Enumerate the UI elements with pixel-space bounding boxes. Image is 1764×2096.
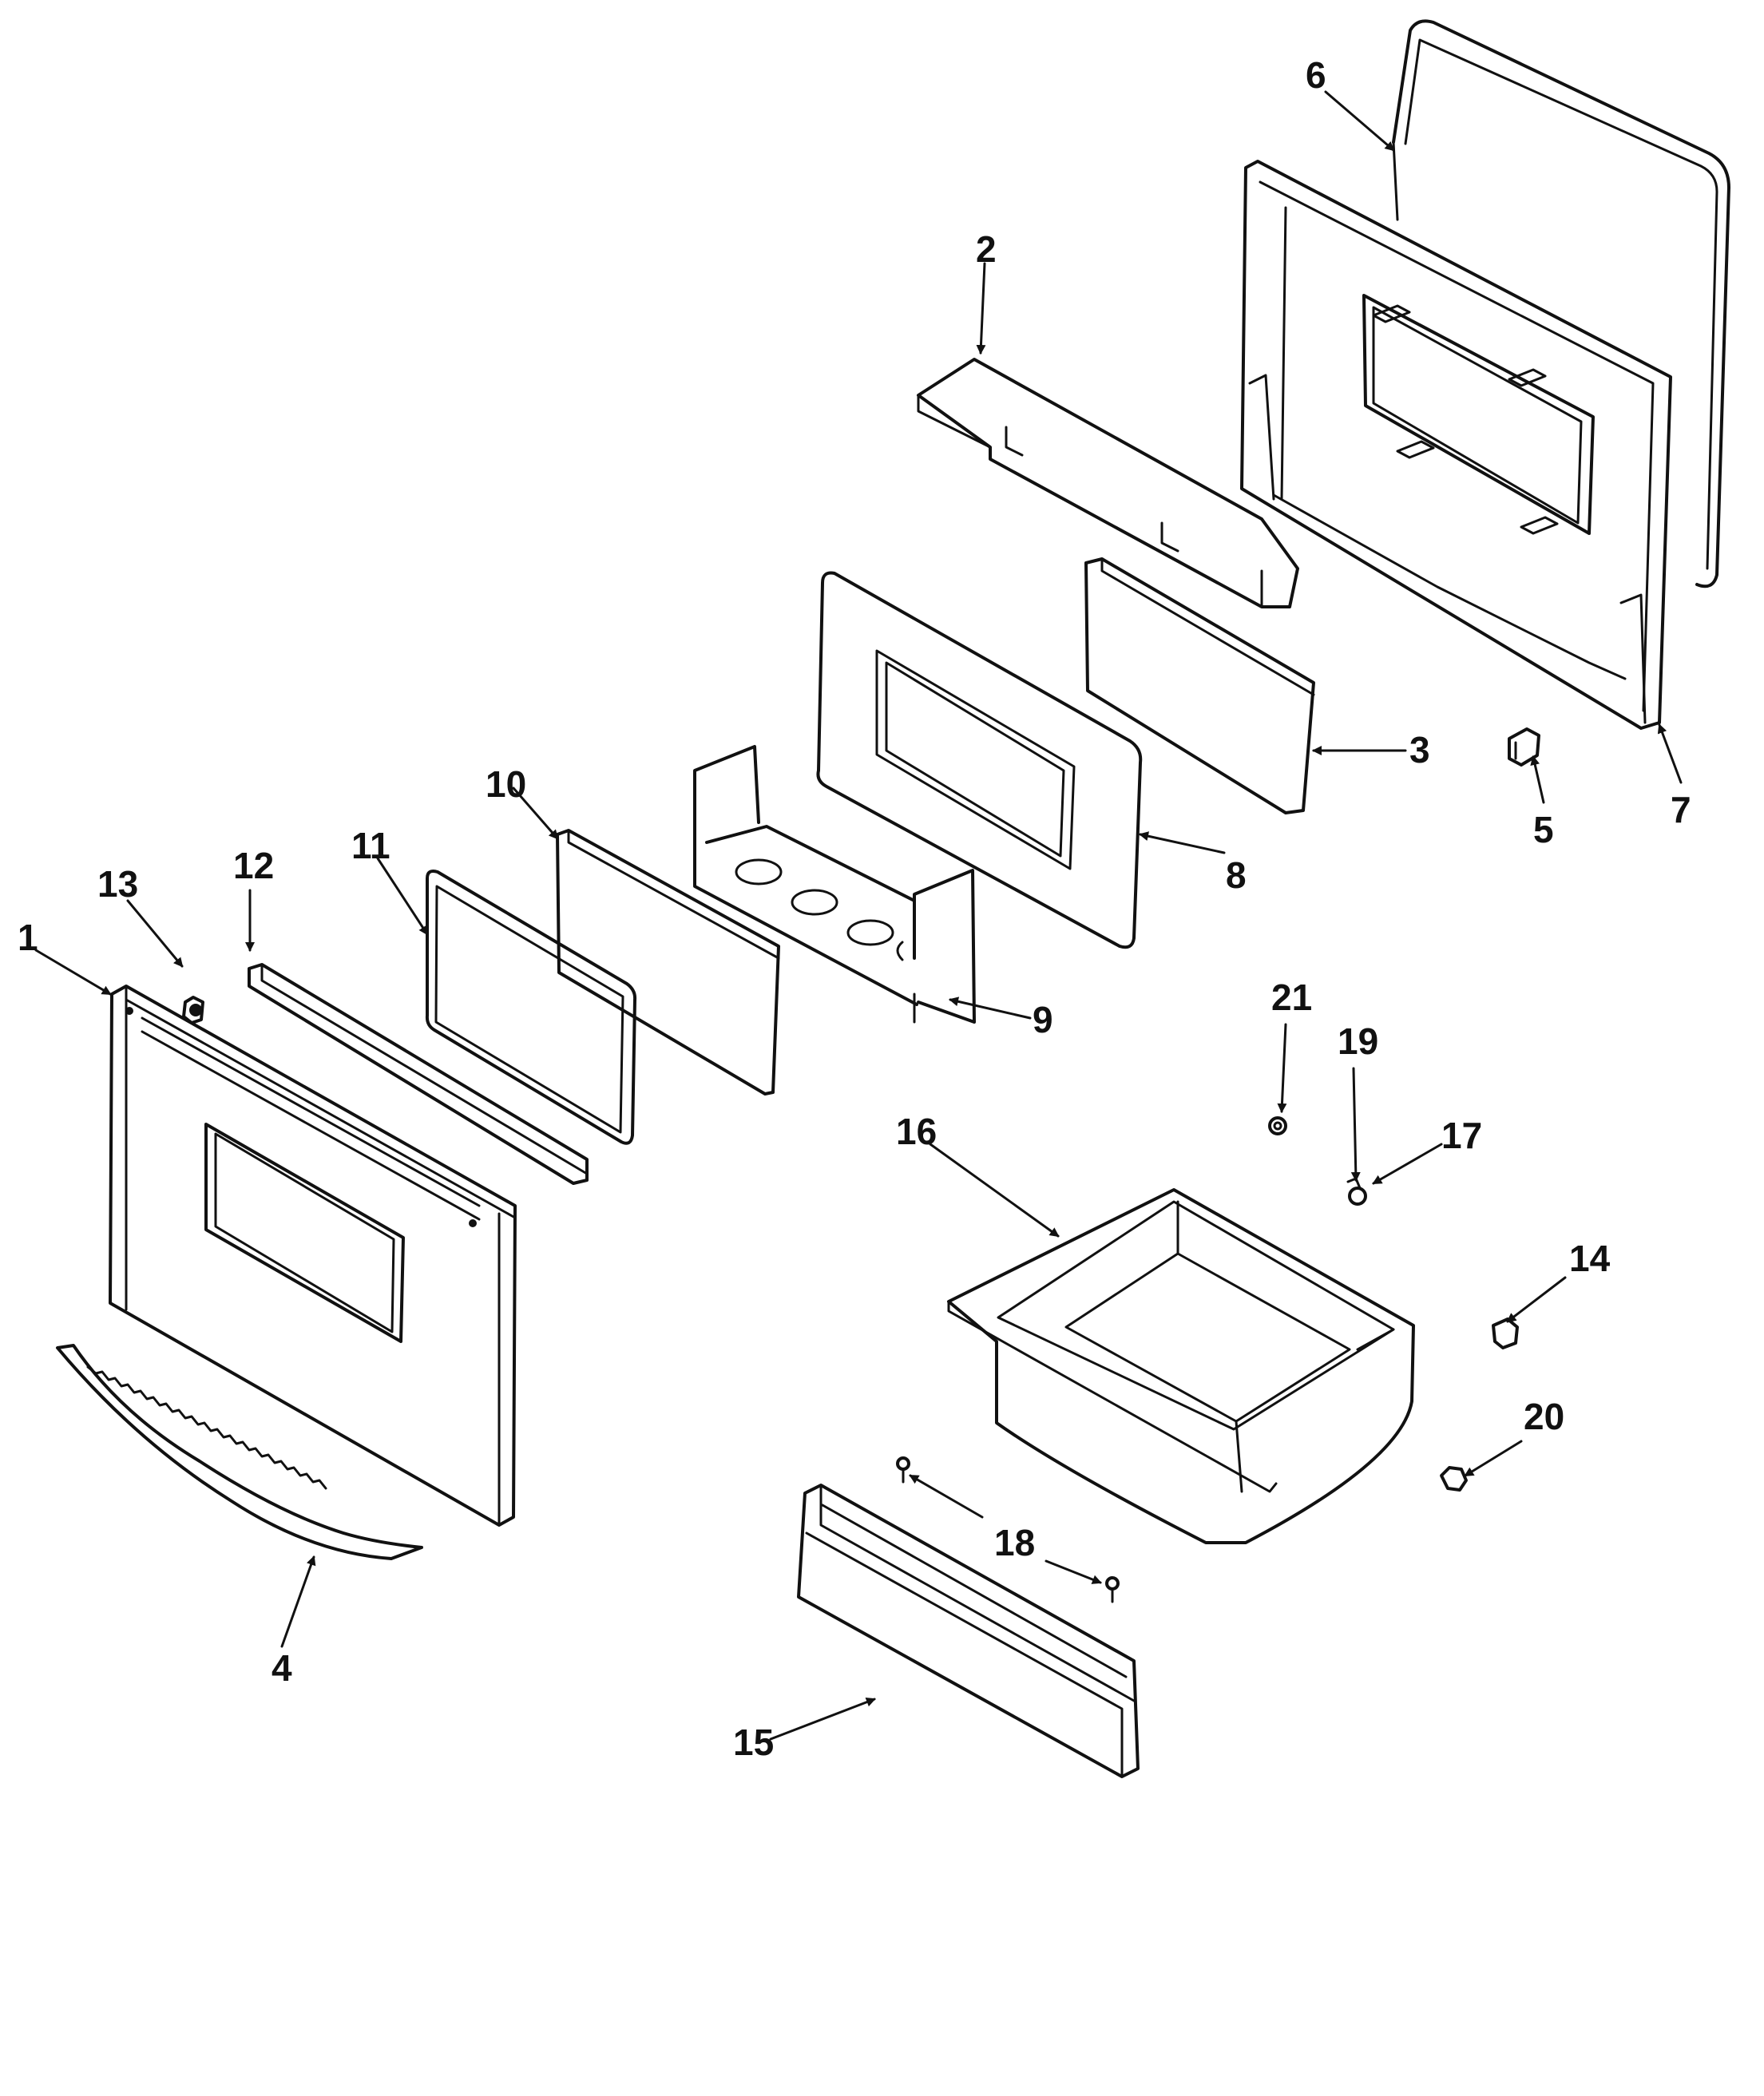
part-11-gasket — [425, 870, 637, 1145]
part-3-inner-glass — [1084, 557, 1315, 814]
callout-4: 4 — [272, 1647, 292, 1689]
part-20-nut — [1440, 1466, 1468, 1492]
callout-10: 10 — [486, 763, 526, 805]
part-16-drawer — [947, 1188, 1415, 1544]
part-14-bushing — [1492, 1317, 1519, 1349]
callout-7: 7 — [1671, 789, 1691, 830]
part-7-inner-door-liner — [1240, 160, 1672, 730]
callout-15: 15 — [733, 1722, 774, 1763]
leader-lines — [34, 90, 1683, 1741]
callout-18: 18 — [994, 1522, 1035, 1563]
callout-20: 20 — [1524, 1396, 1564, 1437]
callout-16: 16 — [896, 1111, 937, 1152]
part-18-screws — [896, 1456, 1120, 1603]
part-13-screw — [182, 996, 204, 1024]
door-vent-slots — [141, 1016, 481, 1221]
callout-labels: 1 2 3 4 5 6 7 8 9 10 11 12 13 14 15 16 1… — [18, 54, 1691, 1763]
callout-17: 17 — [1441, 1115, 1482, 1156]
callout-21: 21 — [1271, 977, 1312, 1018]
part-9-insulation-channel — [693, 745, 976, 1024]
callout-6: 6 — [1306, 54, 1326, 96]
callout-11: 11 — [351, 825, 390, 866]
part-10-glass — [556, 829, 780, 1096]
part-12-trim-strip — [248, 963, 589, 1185]
part-4-bottom-trim — [56, 1344, 423, 1560]
callout-13: 13 — [97, 863, 138, 905]
part-15-drawer-front — [797, 1484, 1140, 1778]
callout-12: 12 — [233, 845, 274, 886]
callout-5: 5 — [1533, 809, 1554, 850]
callout-9: 9 — [1033, 999, 1053, 1040]
part-19-bolt — [1346, 1177, 1367, 1206]
callout-19: 19 — [1338, 1020, 1378, 1062]
part-1-outer-door — [109, 985, 517, 1527]
part-2-vent-duct — [917, 358, 1299, 608]
part-6-door-gasket — [1392, 19, 1730, 588]
callout-2: 2 — [976, 228, 997, 270]
callout-8: 8 — [1226, 854, 1247, 896]
part-21-nut — [1268, 1116, 1287, 1135]
callout-1: 1 — [18, 917, 38, 958]
callout-3: 3 — [1409, 729, 1430, 771]
part-8-glass-frame — [816, 571, 1143, 949]
callout-14: 14 — [1569, 1238, 1611, 1279]
part-5-clip — [1508, 727, 1540, 767]
